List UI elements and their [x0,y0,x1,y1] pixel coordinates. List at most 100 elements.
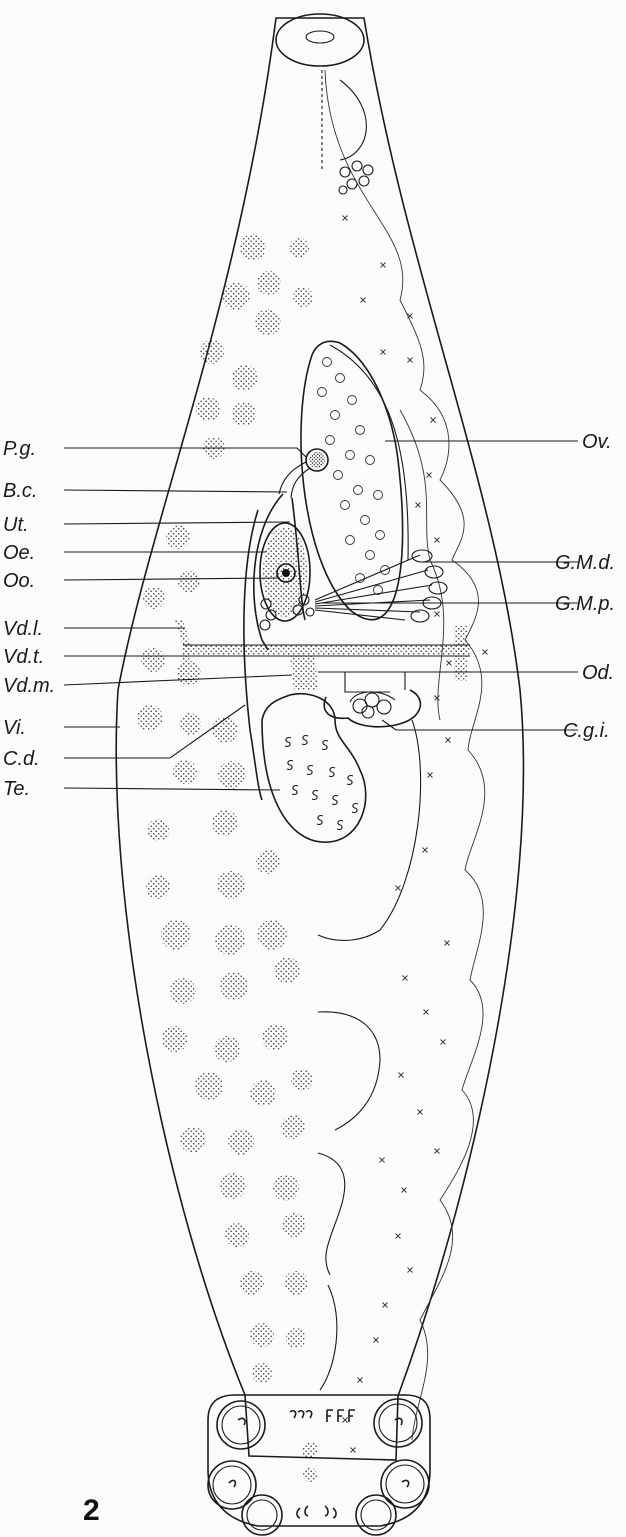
haptor-sucker-4 [381,1460,429,1508]
x-mark [396,886,401,891]
label-ut: Ut. [3,514,29,536]
anterior-gland-cluster [322,70,373,194]
sperm-glyph [329,768,335,777]
vitelline-ducts [174,620,470,690]
leader-lines [64,441,578,790]
x-mark [396,1234,401,1239]
ovary-cell [356,426,365,435]
haptor-sucker-3 [208,1461,256,1509]
x-mark [402,1188,407,1193]
ovary-cell [318,388,327,397]
vitelline-follicles [137,234,313,1383]
x-mark [351,1448,356,1453]
ovary [301,341,403,619]
sperm-glyph [312,791,318,800]
ovary-cell [348,396,357,405]
ovary-cell [336,374,345,383]
body-outline [116,18,523,1460]
x-mark [423,848,428,853]
x-mark [435,612,440,617]
sperm-glyph [347,776,353,785]
sperm-glyph [332,796,338,805]
x-mark [435,696,440,701]
oral-sucker [276,14,364,66]
ovary-cell [341,501,350,510]
label-vdm: Vd.m. [3,675,55,697]
x-mark [435,538,440,543]
label-pg: P.g. [3,438,36,460]
ovary-cell [334,471,343,480]
x-mark [447,661,452,666]
x-mark [408,1268,413,1273]
figure-number: 2 [83,1494,100,1527]
sperm-glyph [322,741,328,750]
sperm-glyph [287,761,293,770]
ovary-cell [346,536,355,545]
x-mark [358,1378,363,1383]
labels-right: Ov. G.M.d. G.M.p. Od. C.g.i. [555,431,615,742]
oviduct [318,672,405,692]
label-cd: C.d. [3,748,40,770]
x-mark [483,650,488,655]
x-mark [418,1110,423,1115]
label-oo: Oo. [3,570,35,592]
x-mark [424,1010,429,1015]
labels-left: P.g. B.c. Ut. Oe. Oo. Vd.l. Vd.t. Vd.m. … [3,438,55,800]
intestinal-caecum [318,720,421,1390]
label-od: Od. [582,662,614,684]
ovary-cell [366,551,375,560]
sperm-glyph [337,821,343,830]
sperm-glyph [317,816,323,825]
x-mark [445,941,450,946]
excretory-canal [325,70,485,1440]
ovary-cell [376,531,385,540]
x-mark [361,298,366,303]
ovary-cell [366,456,375,465]
x-mark [428,773,433,778]
sperm-glyph [307,766,313,775]
testis [262,694,366,842]
ovary-cell [346,451,355,460]
x-mark [416,503,421,508]
x-mark [381,263,386,268]
x-mark [403,976,408,981]
x-mark [383,1303,388,1308]
x-mark [380,1158,385,1163]
sperm-glyph [292,786,298,795]
x-mark [441,1040,446,1045]
x-mark [343,1418,348,1423]
sperm-glyph [302,736,308,745]
x-mark [374,1338,379,1343]
haptor-sucker-5 [242,1495,282,1535]
label-ov: Ov. [582,431,612,453]
label-oe: Oe. [3,542,35,564]
ovary-cell [361,516,370,525]
scattered-marks [343,216,488,1453]
excretory-canal-inner [400,410,444,720]
genital-pore [279,449,328,498]
label-te: Te. [3,778,30,800]
ovary-cell [323,358,332,367]
label-vdt: Vd.t. [3,646,44,668]
sperm-glyph [352,804,358,813]
label-gmp: G.M.p. [555,593,615,615]
label-vdl: Vd.l. [3,618,43,640]
label-bc: B.c. [3,480,37,502]
haptor-sucker-6 [356,1495,396,1535]
x-mark [446,738,451,743]
x-mark [408,358,413,363]
sperm-glyph [285,738,291,747]
x-mark [399,1073,404,1078]
ovary-cell [331,411,340,420]
genito-intestinal-canal [324,690,420,727]
label-cgi: C.g.i. [563,720,610,742]
x-mark [435,1149,440,1154]
ovary-cell [326,436,335,445]
x-mark [427,473,432,478]
ovary-cell [374,491,383,500]
haptor-hooks [290,1410,355,1518]
x-mark [343,216,348,221]
x-mark [431,418,436,423]
